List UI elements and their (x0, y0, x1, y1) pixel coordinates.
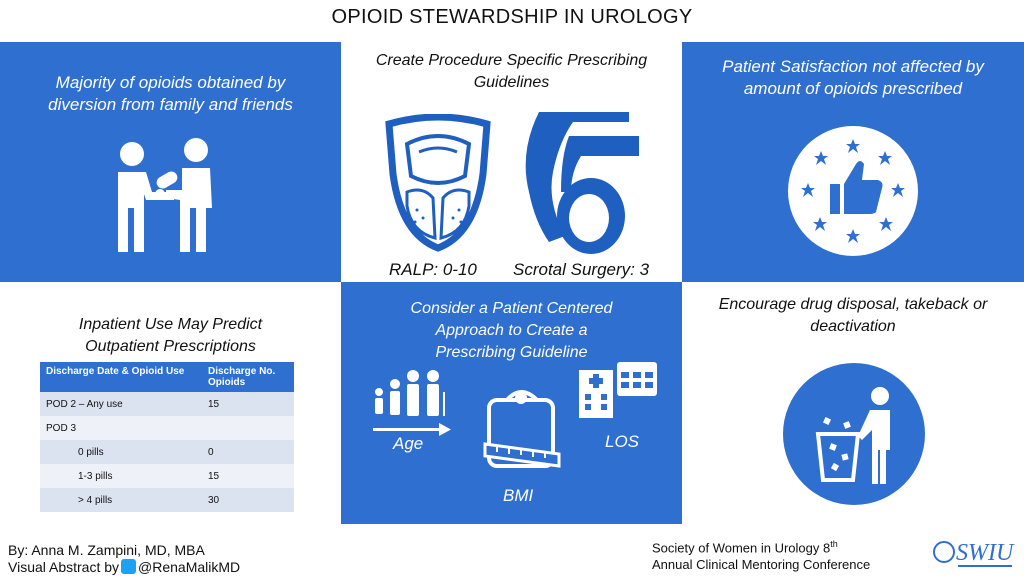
prostate-icon (385, 114, 491, 252)
panel-diversion: Majority of opioids obtained by diversio… (0, 42, 341, 282)
trash-disposal-icon (783, 363, 925, 505)
table-cell: POD 2 – Any use (40, 392, 202, 416)
table-cell: POD 3 (40, 416, 202, 440)
table-cell: 30 (202, 488, 294, 512)
los-label: LOS (605, 432, 640, 451)
satisfaction-text: Patient Satisfaction not affected by amo… (722, 57, 984, 98)
panel-disposal: Encourage drug disposal, takeback or dea… (682, 282, 1024, 524)
panel-satisfaction: Patient Satisfaction not affected by amo… (682, 42, 1024, 282)
society-info: Society of Women in Urology 8th Annual C… (652, 536, 870, 573)
diversion-text: Majority of opioids obtained by diversio… (48, 73, 293, 114)
panel-guidelines: Create Procedure Specific Prescribing Gu… (341, 42, 682, 282)
scrotum-icon (525, 112, 639, 254)
society-line2: Annual Clinical Mentoring Conference (652, 557, 871, 573)
table-header: Discharge No. Opioids (202, 362, 294, 392)
page-title: OPIOID STEWARDSHIP IN UROLOGY (331, 6, 693, 28)
twitter-handle[interactable]: @RenaMalikMD (138, 559, 241, 575)
swiu-logo: SWIU (933, 540, 1015, 567)
opioid-table: Discharge Date & Opioid Use Discharge No… (40, 362, 294, 512)
table-cell: 0 pills (40, 440, 202, 464)
author-line: By: Anna M. Zampini, MD, MBA (8, 542, 205, 558)
table-cell: 0 (202, 440, 294, 464)
table-header: Discharge Date & Opioid Use (40, 362, 202, 392)
age-arrow-icon (373, 423, 451, 436)
scrotal-label: Scrotal Surgery: 3 (513, 260, 650, 279)
table-cell (202, 416, 294, 440)
bmi-label: BMI (503, 486, 534, 505)
svg-text:SWIU: SWIU (956, 540, 1015, 566)
inpatient-text: Inpatient Use May Predict Outpatient Pre… (78, 316, 263, 355)
family-age-icon (375, 370, 445, 416)
society-line1: Society of Women in Urology 8 (652, 540, 831, 556)
scale-tape-icon (483, 390, 561, 468)
visual-abstract-prefix: Visual Abstract by (8, 559, 120, 575)
ralp-label: RALP: 0-10 (389, 260, 477, 279)
table-row: > 4 pills 30 (40, 488, 294, 512)
age-label: Age (393, 434, 424, 453)
table-cell: 15 (202, 464, 294, 488)
disposal-text: Encourage drug disposal, takeback or dea… (718, 296, 988, 335)
table-row: POD 3 (40, 416, 294, 440)
thumbs-up-stars-icon (786, 124, 918, 256)
guidelines-text: Create Procedure Specific Prescribing Gu… (375, 52, 648, 91)
table-cell: 15 (202, 392, 294, 416)
twitter-icon (121, 559, 137, 574)
panel-patient-centered: Consider a Patient Centered Approach to … (341, 282, 682, 524)
people-handing-pill-icon (118, 138, 212, 252)
credits: By: Anna M. Zampini, MD, MBA Visual Abst… (8, 542, 240, 576)
table-row: 0 pills 0 (40, 440, 294, 464)
table-cell: 1-3 pills (40, 464, 202, 488)
society-sup: th (830, 539, 838, 549)
table-cell: > 4 pills (40, 488, 202, 512)
patient-centered-text: Consider a Patient Centered Approach to … (410, 300, 613, 361)
table-row: 1-3 pills 15 (40, 464, 294, 488)
table-row: POD 2 – Any use 15 (40, 392, 294, 416)
visual-abstract-line: Visual Abstract by @RenaMalikMD (8, 559, 240, 576)
hospital-icon (579, 362, 657, 418)
